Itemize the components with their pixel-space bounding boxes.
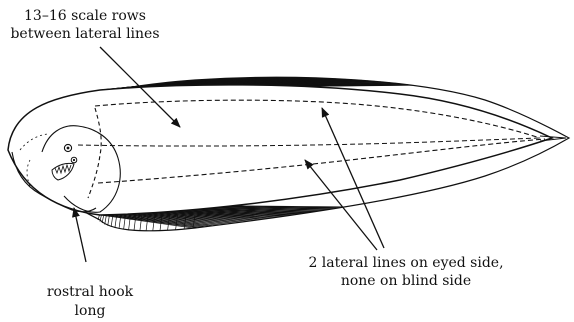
eye-upper-pupil: [67, 147, 70, 150]
label-rostral-hook-line1: rostral hook: [47, 284, 134, 300]
body-outline: [8, 85, 552, 215]
eye-lower-pupil: [73, 159, 75, 161]
arrow-rostral-hook: [74, 208, 86, 262]
label-rostral-hook-line2: long: [75, 303, 106, 319]
label-lateral-lines-line1: 2 lateral lines on eyed side,: [308, 255, 503, 271]
label-scale-rows-line1: 13–16 scale rows: [24, 8, 146, 24]
label-scale-rows-line2: between lateral lines: [10, 26, 159, 42]
label-lateral-lines-line2: none on blind side: [341, 273, 471, 289]
